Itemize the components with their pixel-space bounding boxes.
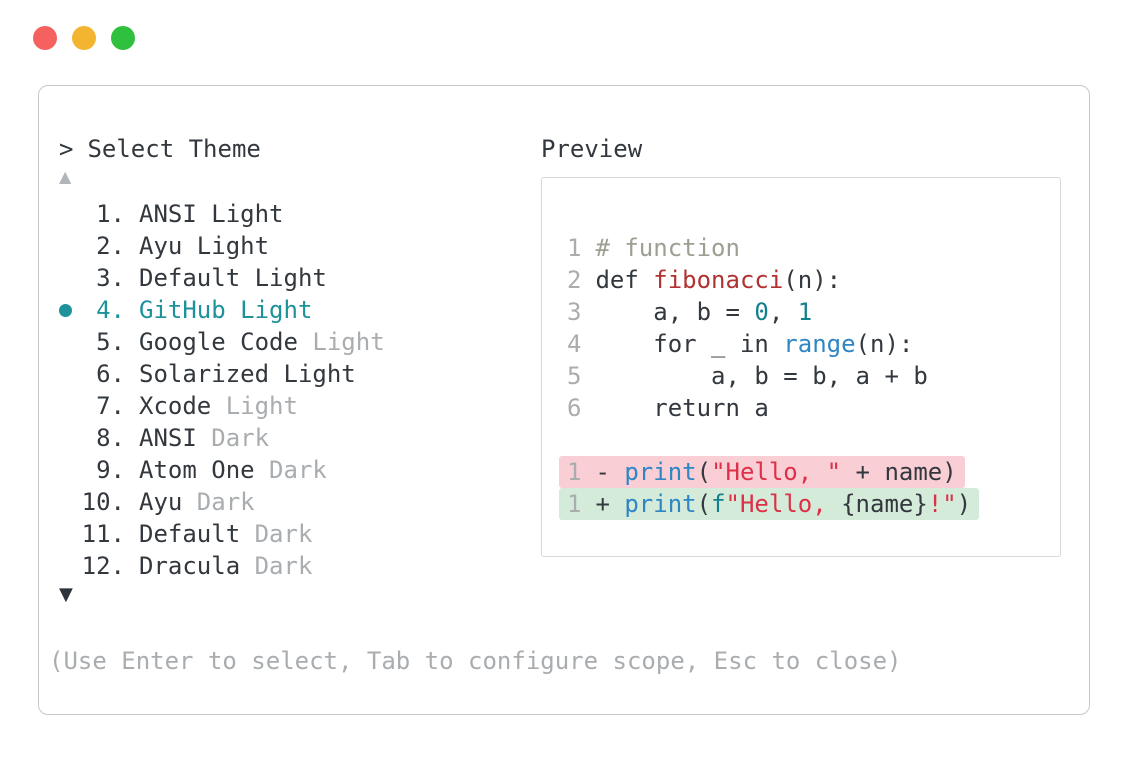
line-number: 6 <box>567 394 582 422</box>
item-number: 9. <box>96 456 125 484</box>
diff-line-added: 1+ print(f"Hello, {name}!") <box>559 488 1060 520</box>
item-label: Dracula Dark <box>139 552 313 580</box>
prompt-line: > Select Theme <box>59 134 385 164</box>
selected-item-bullet-icon <box>59 294 81 326</box>
item-number: 11. <box>81 520 125 548</box>
theme-list-item[interactable]: 5. Google Code Light <box>59 326 385 358</box>
minimize-button[interactable] <box>72 26 96 50</box>
theme-list-item[interactable]: 3. Default Light <box>59 262 385 294</box>
code-line <box>567 424 1060 456</box>
item-number: 5. <box>96 328 125 356</box>
bullet-spacer <box>59 358 81 390</box>
line-number: 5 <box>567 362 582 390</box>
item-number: 2. <box>96 232 125 260</box>
window-controls <box>33 26 135 50</box>
theme-list-item[interactable]: 2. Ayu Light <box>59 230 385 262</box>
line-number: 4 <box>567 330 582 358</box>
item-number: 8. <box>96 424 125 452</box>
item-label: Ayu Dark <box>139 488 255 516</box>
bullet-spacer <box>59 230 81 262</box>
theme-list-item[interactable]: 9. Atom One Dark <box>59 454 385 486</box>
scroll-up-icon[interactable]: ▲ <box>59 167 72 186</box>
prompt-caret-icon: > <box>59 135 74 163</box>
item-number: 7. <box>96 392 125 420</box>
line-number: 2 <box>567 266 582 294</box>
item-label: Xcode Light <box>139 392 298 420</box>
item-label: Ayu Light <box>139 232 270 260</box>
theme-list-item[interactable]: 8. ANSI Dark <box>59 422 385 454</box>
line-number: 1 <box>567 490 582 518</box>
item-number: 6. <box>96 360 125 388</box>
theme-list-item[interactable]: 11. Default Dark <box>59 518 385 550</box>
item-label: Default Dark <box>139 520 313 548</box>
item-number: 12. <box>81 552 125 580</box>
code-line: 4 for _ in range(n): <box>567 330 914 358</box>
item-label: Atom One Dark <box>139 456 327 484</box>
item-number: 1. <box>96 200 125 228</box>
item-label: ANSI Light <box>139 200 284 228</box>
bullet-spacer <box>59 198 81 230</box>
code-line: 6 return a <box>567 394 769 422</box>
bullet-spacer <box>59 486 81 518</box>
bullet-spacer <box>59 454 81 486</box>
item-number: 4. <box>96 296 125 324</box>
diff-line-removed: 1- print("Hello, " + name) <box>559 456 1060 488</box>
code-line: 1# function <box>567 234 740 262</box>
item-number: 3. <box>96 264 125 292</box>
bullet-spacer <box>59 518 81 550</box>
code-line: 3 a, b = 0, 1 <box>567 298 813 326</box>
theme-list-item[interactable]: 10. Ayu Dark <box>59 486 385 518</box>
line-number: 3 <box>567 298 582 326</box>
item-label: GitHub Light <box>139 296 313 324</box>
preview-label: Preview <box>541 135 643 163</box>
code-line: 5 a, b = b, a + b <box>567 362 928 390</box>
close-button[interactable] <box>33 26 57 50</box>
preview-pane-header: Preview <box>541 134 642 164</box>
picker-title: Select Theme <box>87 135 261 163</box>
item-label: ANSI Dark <box>139 424 270 452</box>
theme-list-item[interactable]: 1. ANSI Light <box>59 198 385 230</box>
theme-list-item[interactable]: 6. Solarized Light <box>59 358 385 390</box>
scroll-down-icon[interactable]: ▼ <box>59 584 73 605</box>
theme-list-item[interactable]: 12. Dracula Dark <box>59 550 385 582</box>
theme-list-item[interactable]: 7. Xcode Light <box>59 390 385 422</box>
keyboard-hint: (Use Enter to select, Tab to configure s… <box>49 647 902 675</box>
line-number: 1 <box>567 234 582 262</box>
bullet-spacer <box>59 550 81 582</box>
theme-list-item[interactable]: 4. GitHub Light <box>59 294 385 326</box>
item-label: Default Light <box>139 264 327 292</box>
zoom-button[interactable] <box>111 26 135 50</box>
line-number: 1 <box>567 458 582 486</box>
item-label: Google Code Light <box>139 328 385 356</box>
item-label: Solarized Light <box>139 360 356 388</box>
bullet-spacer <box>59 262 81 294</box>
bullet-spacer <box>59 422 81 454</box>
bullet-spacer <box>59 390 81 422</box>
bullet-spacer <box>59 326 81 358</box>
item-number: 10. <box>81 488 125 516</box>
